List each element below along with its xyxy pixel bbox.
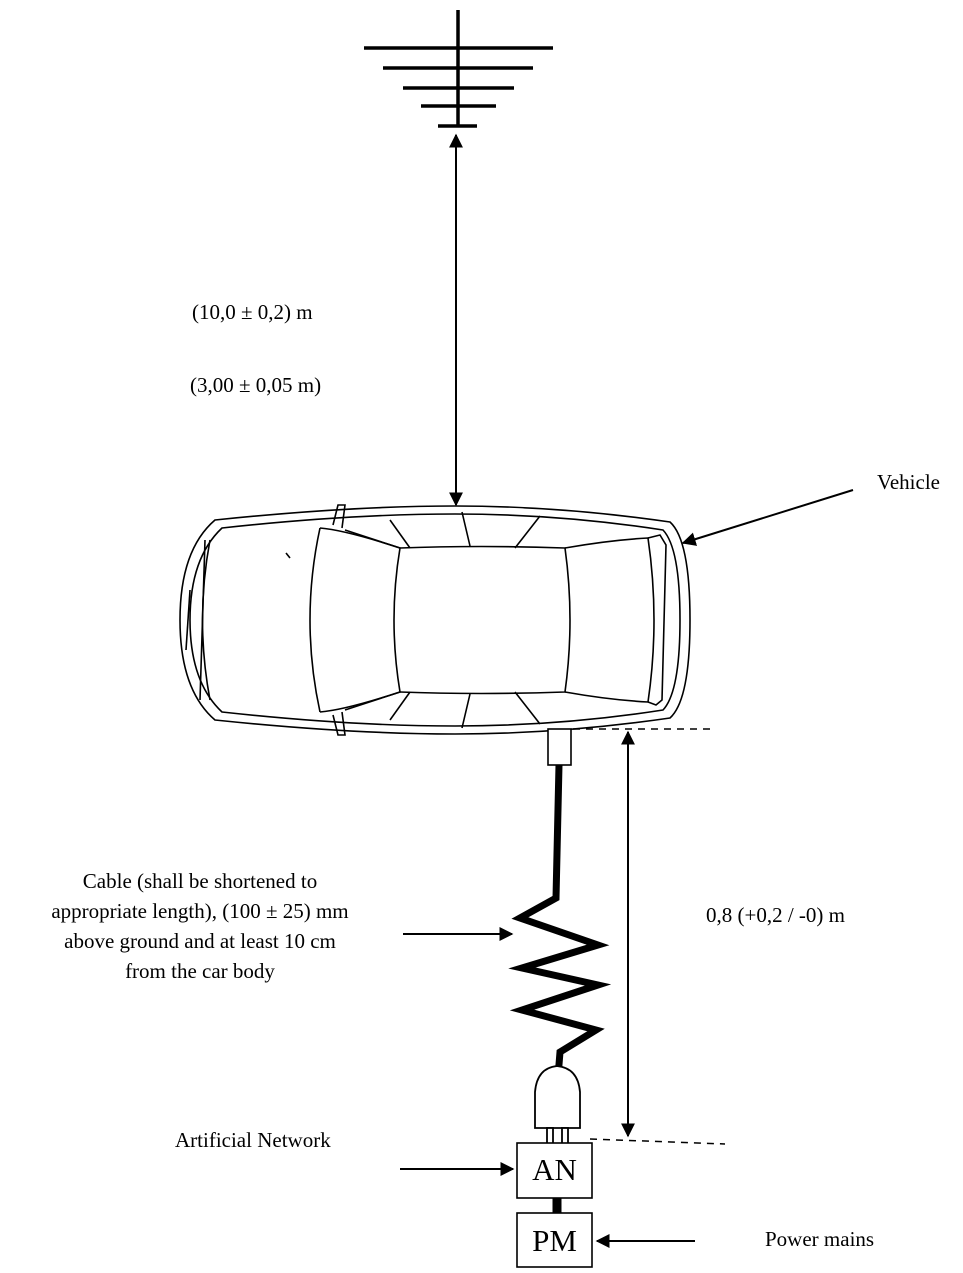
height-label: 0,8 (+0,2 / -0) m bbox=[706, 903, 845, 927]
cable-label: Cable (shall be shortened to appropriate… bbox=[10, 866, 390, 986]
antenna-distance-label: (10,0 ± 0,2) m bbox=[192, 300, 313, 324]
pm-box bbox=[516, 1212, 593, 1268]
vehicle-icon bbox=[179, 504, 691, 736]
antenna-icon bbox=[364, 10, 553, 128]
vehicle-pointer-arrow bbox=[681, 489, 854, 546]
height-reference-bottom bbox=[589, 1138, 726, 1145]
artificial-network-label: Artificial Network bbox=[175, 1128, 331, 1152]
cable-label-line-2: appropriate length), (100 ± 25) mm bbox=[51, 899, 349, 923]
antenna-distance-alt-label: (3,00 ± 0,05 m) bbox=[190, 373, 322, 397]
power-mains-label: Power mains bbox=[765, 1227, 875, 1251]
plug-icon bbox=[534, 1065, 581, 1151]
vehicle-connector bbox=[547, 728, 572, 766]
cable-label-line-1: Cable (shall be shortened to bbox=[82, 869, 318, 893]
cable-label-line-3: above ground and at least 10 cm bbox=[64, 929, 336, 953]
cable-line bbox=[508, 764, 612, 1103]
vehicle-label: Vehicle bbox=[877, 470, 940, 494]
pm-box-label: PM bbox=[532, 1223, 577, 1258]
cable-label-line-4: from the car body bbox=[125, 959, 275, 983]
an-box-label: AN bbox=[532, 1152, 577, 1187]
